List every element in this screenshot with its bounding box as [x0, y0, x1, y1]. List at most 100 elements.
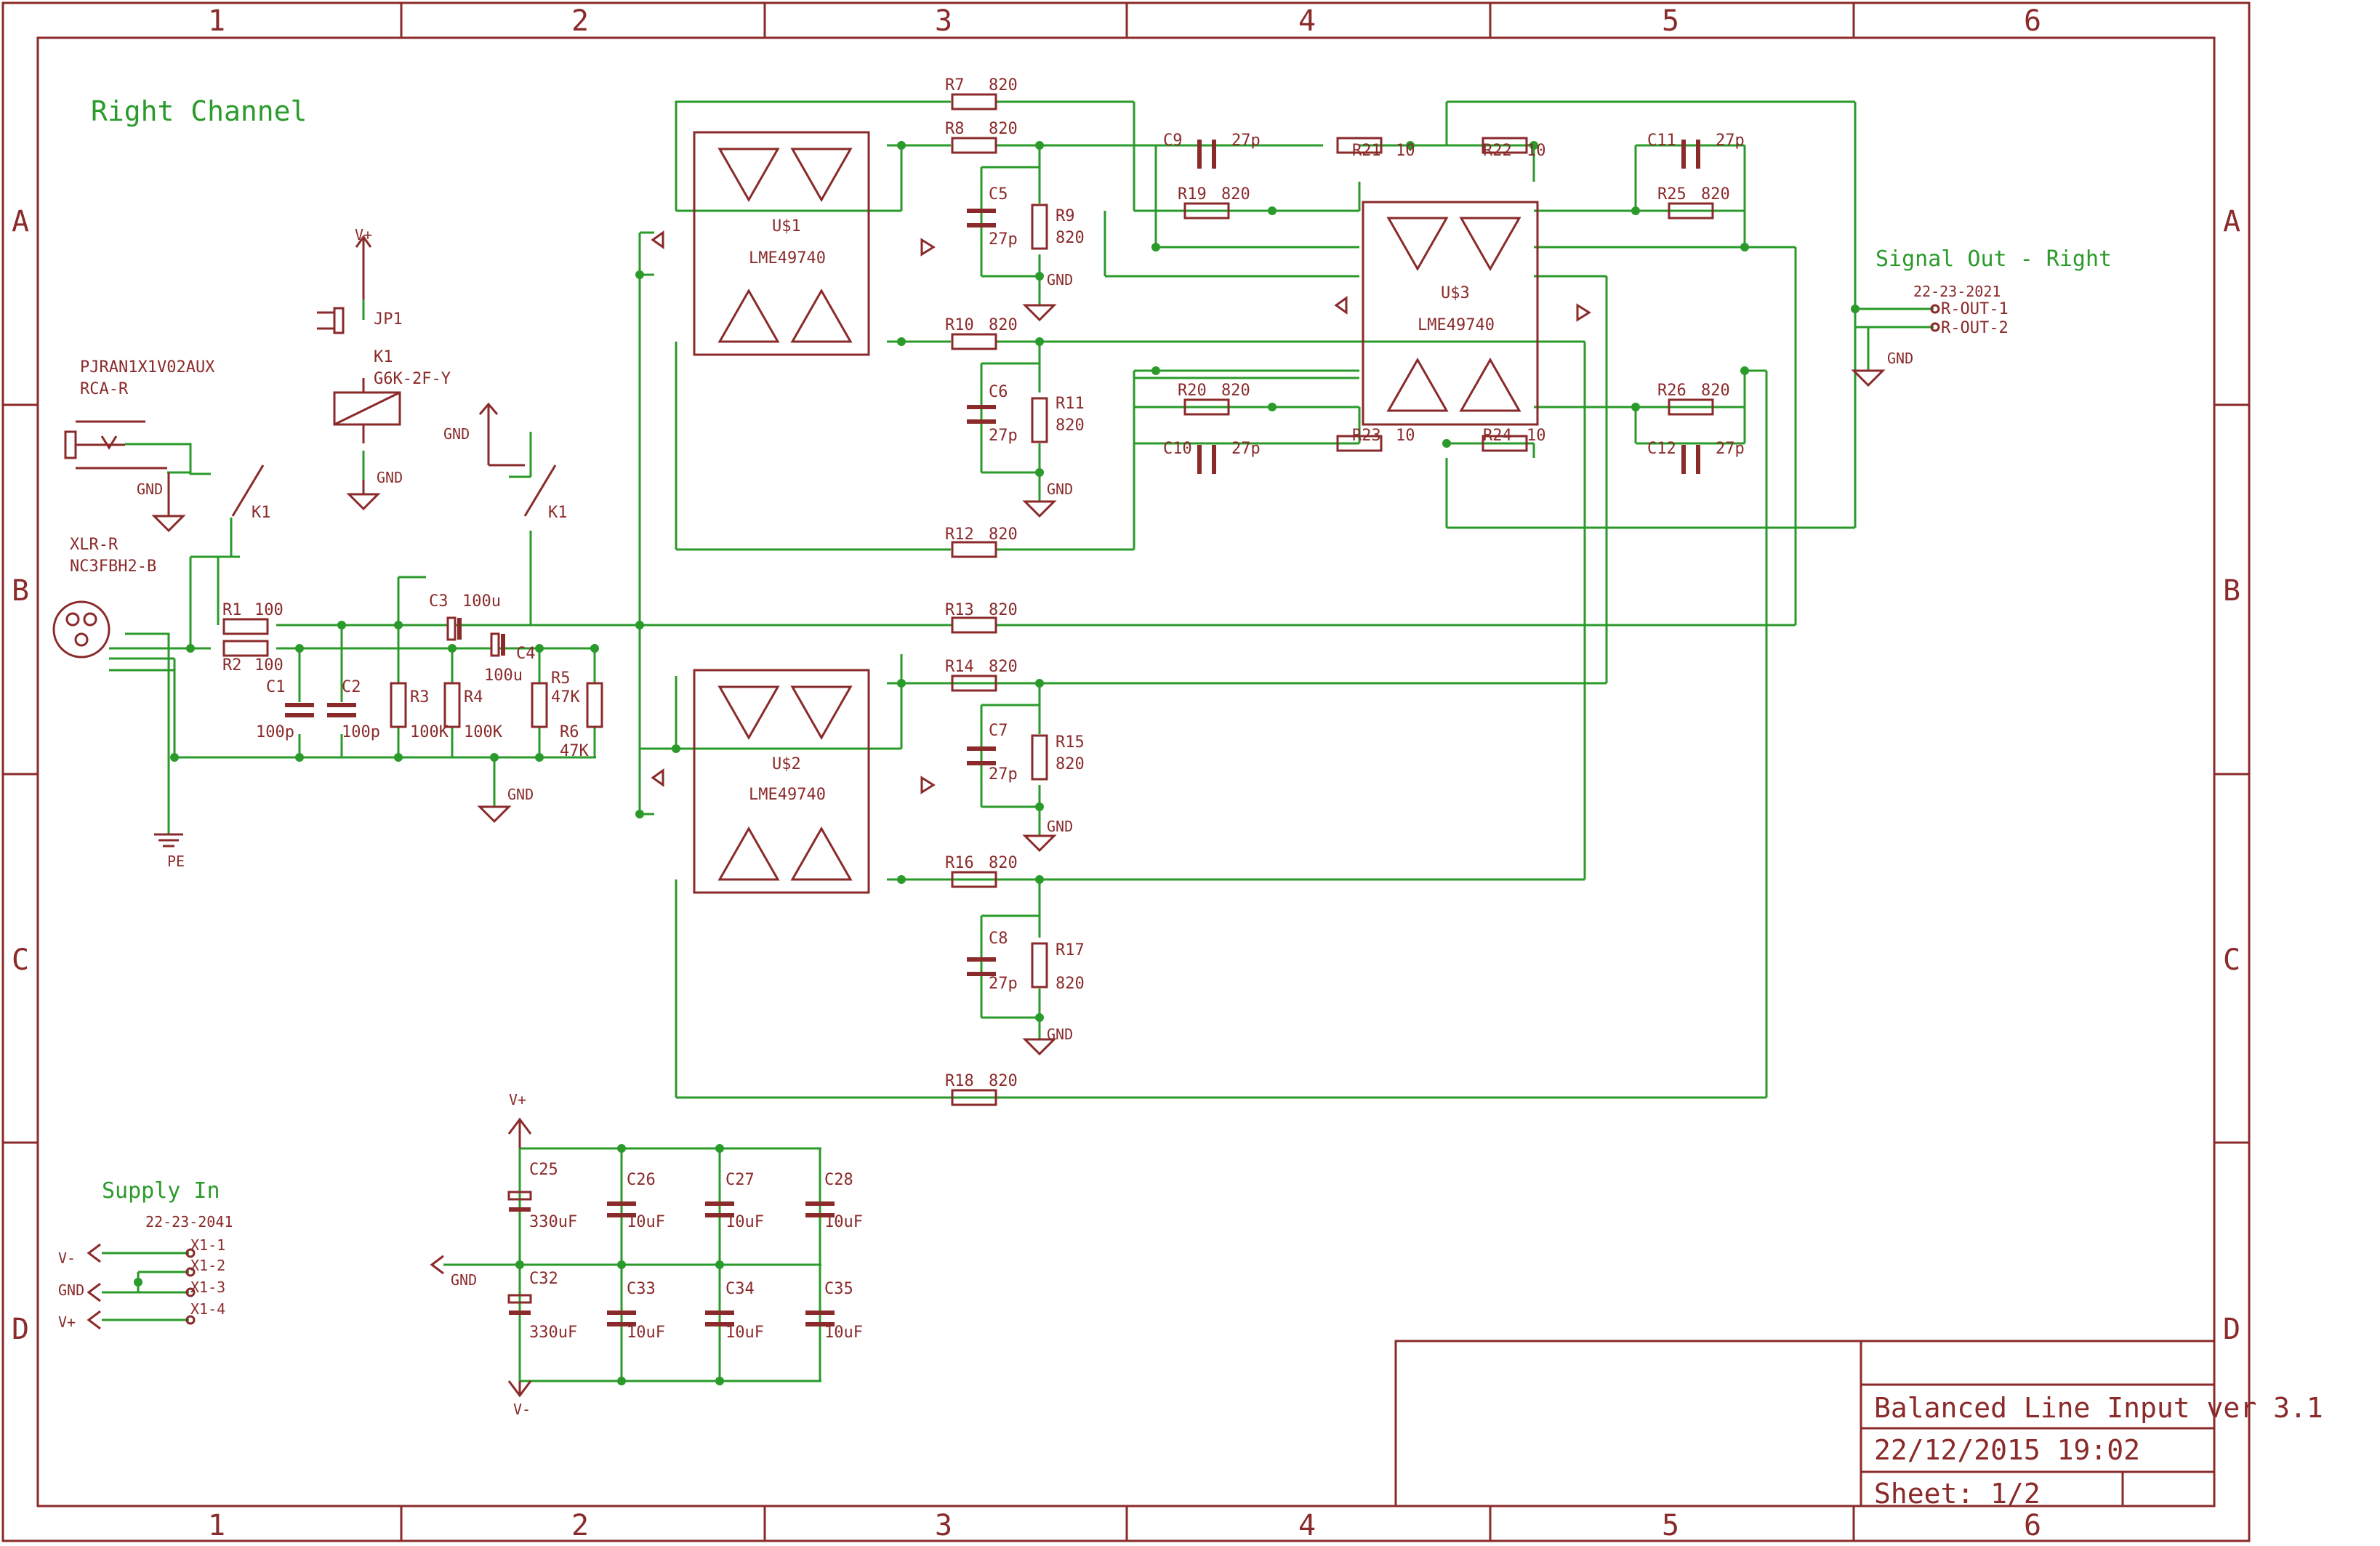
- c35-label: C35: [824, 1280, 853, 1298]
- r2-value: 100: [254, 656, 284, 675]
- u3-part: LME49740: [1418, 316, 1495, 334]
- gnd-r15: GND: [1047, 818, 1073, 835]
- c25-value: 330uF: [529, 1213, 577, 1231]
- c6-label: C6: [989, 383, 1008, 401]
- xlr-name: XLR-R: [70, 536, 118, 554]
- r15-value: 820: [1056, 755, 1085, 773]
- x1-4-label: X1-4: [190, 1300, 225, 1318]
- r17-label: R17: [1056, 941, 1085, 959]
- signal-out-heading: Signal Out - Right: [1876, 246, 2112, 272]
- pe-label: PE: [167, 853, 185, 870]
- col-label-3-bottom: 3: [935, 1509, 952, 1542]
- r24-value: 10: [1527, 427, 1546, 445]
- col-label-2: 2: [571, 4, 589, 38]
- r23-label: R23: [1352, 427, 1381, 445]
- gnd-rca: GND: [137, 480, 163, 498]
- c8-value: 27p: [989, 975, 1018, 993]
- right-channel-heading: Right Channel: [91, 95, 307, 127]
- r22-value: 10: [1527, 142, 1546, 160]
- c4-value: 100u: [484, 667, 523, 685]
- vminus-in: V-: [58, 1249, 76, 1267]
- col-label-4: 4: [1298, 4, 1316, 38]
- r10-label: R10: [945, 316, 974, 334]
- c1-value: 100p: [256, 723, 294, 741]
- r15-label: R15: [1056, 733, 1085, 752]
- r11-label: R11: [1056, 395, 1085, 413]
- r12-value: 820: [989, 526, 1018, 544]
- c4-label: C4: [516, 645, 536, 663]
- c10-label: C10: [1163, 440, 1192, 458]
- row-label-b: B: [12, 574, 29, 608]
- x1-1-label: X1-1: [190, 1236, 225, 1254]
- col-label-2-bottom: 2: [571, 1509, 589, 1542]
- row-label-d-right: D: [2223, 1313, 2240, 1346]
- col-label-5-bottom: 5: [1662, 1509, 1679, 1542]
- r19-label: R19: [1178, 185, 1207, 204]
- signal-out-date: 22-23-2021: [1913, 283, 2001, 300]
- c6-value: 27p: [989, 427, 1018, 445]
- r5-value: 47K: [551, 688, 580, 706]
- r22-label: R22: [1483, 142, 1512, 160]
- r17-value: 820: [1056, 975, 1085, 993]
- wires: [102, 100, 1934, 1382]
- c9-value: 27p: [1231, 132, 1261, 150]
- r19-value: 820: [1221, 185, 1250, 204]
- gnd-r9: GND: [1047, 271, 1073, 289]
- u2-name: U$2: [772, 755, 801, 773]
- r5-label: R5: [551, 669, 571, 688]
- c11-label: C11: [1647, 132, 1676, 150]
- col-label-6: 6: [2024, 4, 2041, 38]
- vplus-supply: V+: [509, 1091, 526, 1108]
- r7-label: R7: [945, 76, 965, 94]
- r1-label: R1: [222, 601, 242, 619]
- c32-value: 330uF: [529, 1324, 577, 1342]
- supply-in-heading: Supply In: [102, 1178, 220, 1204]
- r14-label: R14: [945, 658, 974, 676]
- r7-value: 820: [989, 76, 1018, 94]
- r8-value: 820: [989, 120, 1018, 138]
- out2-label: R-OUT-2: [1941, 319, 2009, 337]
- vplus-relay: V+: [355, 226, 372, 243]
- r3-label: R3: [410, 688, 430, 706]
- c5-label: C5: [989, 185, 1008, 204]
- rca-name: RCA-R: [80, 380, 129, 398]
- c27-value: 10uF: [725, 1213, 764, 1231]
- c33-value: 10uF: [627, 1324, 665, 1342]
- r6-label: R6: [560, 723, 579, 741]
- c12-label: C12: [1647, 440, 1676, 458]
- vplus-in: V+: [58, 1313, 76, 1331]
- r20-label: R20: [1178, 382, 1207, 400]
- vminus-supply: V-: [513, 1401, 531, 1418]
- gnd-input: GND: [507, 786, 534, 803]
- frame-labels: 1 2 3 4 5 6 1 2 3 4 5 6 A B C D A B C D: [12, 4, 2240, 1542]
- u2-part: LME49740: [749, 786, 826, 804]
- c26-label: C26: [627, 1171, 656, 1189]
- gnd-switch: GND: [443, 425, 470, 443]
- col-label-1-bottom: 1: [208, 1509, 225, 1542]
- r21-label: R21: [1352, 142, 1381, 160]
- r26-label: R26: [1657, 382, 1686, 400]
- rca-part: PJRAN1X1V02AUX: [80, 358, 215, 377]
- x1-3-label: X1-3: [190, 1279, 225, 1296]
- r9-label: R9: [1056, 207, 1075, 225]
- junctions: [134, 141, 1860, 1385]
- c3-value: 100u: [462, 592, 501, 611]
- gnd-r17: GND: [1047, 1026, 1073, 1043]
- relay-name: K1: [374, 348, 393, 366]
- r18-value: 820: [989, 1072, 1018, 1090]
- c8-label: C8: [989, 930, 1008, 948]
- c34-value: 10uF: [725, 1324, 764, 1342]
- c28-label: C28: [824, 1171, 853, 1189]
- c35-value: 10uF: [824, 1324, 863, 1342]
- c26-value: 10uF: [627, 1213, 665, 1231]
- r26-value: 820: [1701, 382, 1730, 400]
- title-block-sheet: Sheet: 1/2: [1874, 1478, 2041, 1510]
- col-label-3: 3: [935, 4, 952, 38]
- r14-value: 820: [989, 658, 1018, 676]
- r4-label: R4: [464, 688, 483, 706]
- k1-switch-a: K1: [252, 504, 271, 522]
- gnd-relay: GND: [377, 469, 403, 486]
- c25-label: C25: [529, 1161, 558, 1179]
- row-label-b-right: B: [2223, 574, 2240, 608]
- c27-label: C27: [725, 1171, 755, 1189]
